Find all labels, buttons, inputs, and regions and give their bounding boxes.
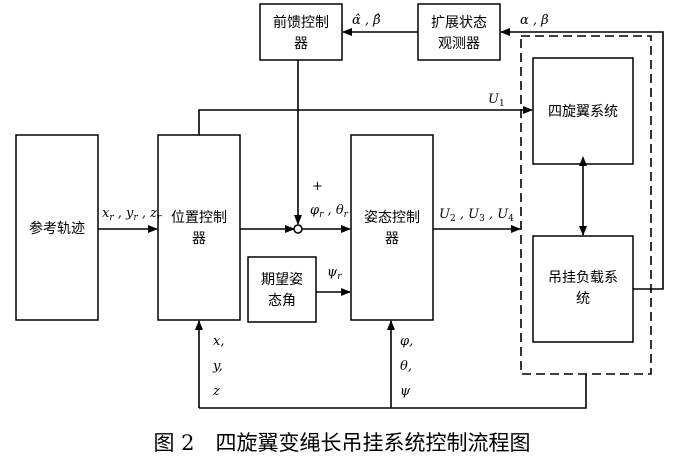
position-controller-block: 位置控制 器	[157, 134, 241, 321]
label-attitude-feedback-psi: ψ	[400, 384, 411, 399]
desired-attitude-block: 期望姿 态角	[247, 256, 317, 323]
suspended-load-system-label-line1: 吊挂负载系	[548, 270, 618, 286]
reference-trajectory-block: 参考轨迹	[15, 134, 99, 321]
feedback-state-line	[199, 374, 587, 409]
label-plus-sign: +	[312, 179, 323, 194]
feedforward-controller-block: 前馈控制 器	[259, 3, 343, 61]
label-desired-attitude-out: φr , θr	[310, 203, 349, 220]
reference-trajectory-label: 参考轨迹	[29, 220, 85, 237]
suspended-load-system-block: 吊挂负载系 统	[532, 235, 634, 343]
label-attitude-feedback-phi: φ,	[400, 334, 413, 349]
suspended-load-system-label-line2: 统	[576, 291, 590, 307]
desired-attitude-label-line2: 态角	[268, 293, 296, 309]
feedforward-controller-label-line2: 器	[294, 36, 308, 52]
desired-attitude-label-line1: 期望姿	[261, 272, 303, 288]
attitude-controller-label-line1: 姿态控制	[364, 210, 420, 226]
label-desired-yaw: ψr	[327, 265, 342, 282]
label-position-feedback-x: x,	[213, 334, 224, 349]
label-position-feedback-z: z	[212, 384, 220, 399]
label-swing-angles: α , β	[520, 13, 549, 28]
quadrotor-system-label: 四旋翼系统	[548, 104, 618, 120]
attitude-controller-label-line2: 器	[385, 231, 399, 247]
figure-caption: 图 2 四旋翼变绳长吊挂系统控制流程图	[153, 431, 530, 455]
label-thrust: U1	[488, 92, 505, 109]
feedforward-controller-label-line1: 前馈控制	[273, 14, 329, 31]
position-controller-label-line1: 位置控制	[171, 210, 227, 226]
summing-junction	[293, 224, 303, 234]
position-controller-label-line2: 器	[192, 231, 206, 247]
arrow-load-to-observer	[500, 28, 664, 290]
extended-state-observer-block: 扩展状态 观测器	[417, 3, 501, 61]
quadrotor-system-block: 四旋翼系统	[532, 57, 634, 165]
label-estimated-angles: α̂ , β̂	[352, 13, 381, 28]
attitude-controller-block: 姿态控制 器	[350, 134, 434, 321]
extended-state-observer-label-line1: 扩展状态	[431, 15, 487, 31]
label-ref-position: xr , yr , zr	[102, 206, 162, 223]
label-attitude-feedback-theta: θ,	[400, 359, 412, 374]
label-position-feedback-y: y,	[212, 359, 223, 374]
extended-state-observer-label-line2: 观测器	[438, 36, 480, 52]
label-torques: U2 , U3 , U4	[439, 207, 514, 224]
arrow-thrust-to-quadrotor	[198, 106, 533, 135]
